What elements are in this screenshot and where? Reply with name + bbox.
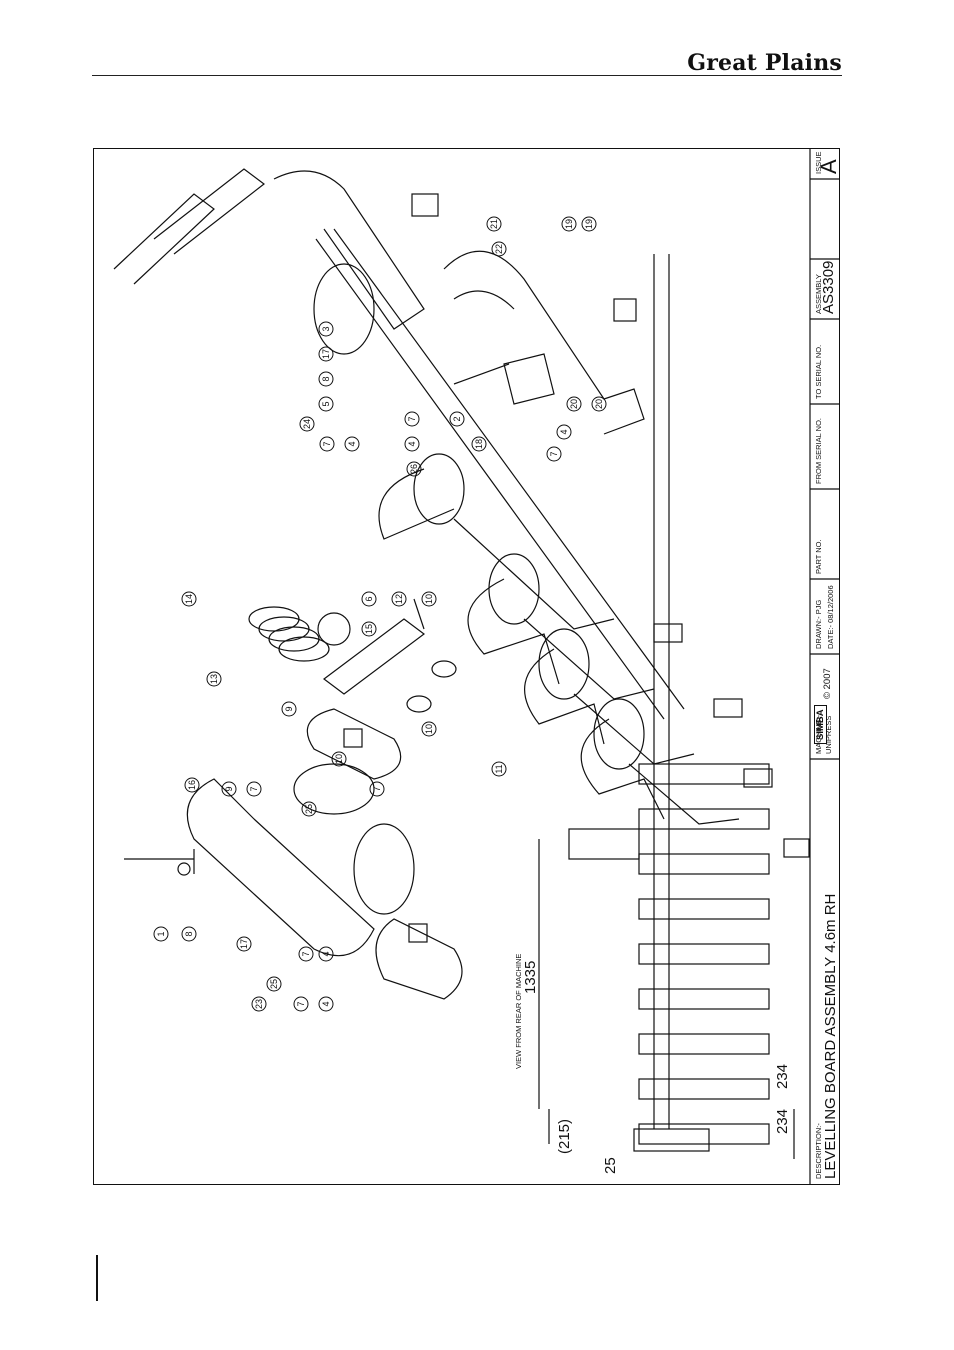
assembly-number: AS3309	[820, 260, 837, 314]
dim-edge: 25	[602, 1157, 619, 1174]
balloon-17b: 17	[321, 348, 331, 360]
balloon-9: 9	[224, 786, 234, 792]
balloon-7e: 7	[322, 441, 332, 447]
drawn-date: DATE:- 08/12/2006	[826, 585, 835, 649]
balloon-19b: 19	[584, 218, 594, 230]
header-rule	[92, 75, 842, 76]
balloon-25: 25	[269, 978, 279, 990]
balloon-16: 16	[187, 779, 197, 791]
dim-pitch-a: 234	[774, 1063, 791, 1089]
bolt-2	[453, 363, 510, 385]
balloon-4d: 4	[407, 441, 417, 447]
copyright: © 2007	[822, 668, 833, 699]
simba-logo: SIMBA	[814, 705, 827, 744]
balloon-4b: 4	[321, 951, 331, 957]
balloon-9b: 9	[284, 706, 294, 712]
plate-25	[375, 918, 463, 1000]
balloon-17: 17	[239, 938, 249, 950]
flange-15	[317, 612, 351, 646]
from-serial-label: FROM SERIAL NO.	[814, 418, 823, 484]
balloon-7g: 7	[549, 451, 559, 457]
balloon-21: 21	[489, 218, 499, 230]
parts-drawing	[113, 149, 839, 1184]
footer-rule	[96, 1255, 98, 1301]
front-view-mount	[568, 828, 640, 860]
balloon-10b: 10	[334, 753, 344, 765]
balloon-26: 26	[409, 463, 419, 475]
dim-overall: 1335	[522, 960, 539, 994]
balloon-6: 6	[364, 596, 374, 602]
balloons	[153, 216, 607, 1012]
balloon-8b: 8	[321, 376, 331, 382]
balloon-18: 18	[474, 438, 484, 450]
dim-pitch-b: 234	[774, 1108, 791, 1134]
plate-25-upper	[306, 708, 402, 780]
balloon-19: 19	[564, 218, 574, 230]
tine-group	[378, 453, 810, 858]
balloon-7d: 7	[249, 786, 259, 792]
bolt-1	[124, 849, 195, 874]
balloon-13: 13	[209, 673, 219, 685]
balloon-7b: 7	[301, 951, 311, 957]
balloon-5: 5	[321, 401, 331, 407]
dim-offset: (215)	[556, 1118, 573, 1154]
balloon-20: 20	[569, 398, 579, 410]
balloon-7f: 7	[407, 416, 417, 422]
part-no-label: PART NO.	[814, 539, 823, 574]
balloon-22: 22	[494, 243, 504, 255]
balloon-20b: 20	[594, 398, 604, 410]
balloon-23: 23	[254, 998, 264, 1010]
balloon-11: 11	[494, 764, 504, 774]
balloon-7: 7	[296, 1001, 306, 1007]
front-view-tines	[638, 763, 770, 1145]
plate-24	[313, 263, 375, 355]
balloon-4: 4	[321, 1001, 331, 1007]
balloon-4c: 4	[347, 441, 357, 447]
bracket-18	[503, 353, 555, 405]
top-tine	[273, 170, 425, 330]
link-13	[323, 598, 425, 695]
issue-letter: A	[816, 159, 841, 174]
balloon-2: 2	[452, 416, 462, 422]
frame-17	[186, 778, 375, 957]
drawing-frame: 1 8 17 23 25 7 4 7 4 16 25 7 9 7 9 13 10…	[93, 148, 841, 1185]
balloon-25b: 25	[304, 803, 314, 815]
to-serial-label: TO SERIAL NO.	[814, 344, 823, 399]
balloon-12: 12	[394, 593, 404, 605]
balloon-15: 15	[364, 623, 374, 635]
balloon-10c: 10	[424, 593, 434, 605]
description: LEVELLING BOARD ASSEMBLY 4.6m RH	[822, 893, 839, 1179]
brand-logo: Great Plains	[687, 50, 842, 76]
balloon-3: 3	[321, 326, 331, 332]
balloon-10: 10	[424, 723, 434, 735]
balloon-24: 24	[302, 418, 312, 430]
balloon-4e: 4	[559, 429, 569, 435]
tine-21	[443, 250, 645, 435]
balloon-1: 1	[156, 931, 166, 937]
u-bolts	[113, 168, 265, 285]
shaft-26	[315, 228, 685, 720]
balloon-8: 8	[184, 931, 194, 937]
drawn-by: DRAWN:- PJG	[814, 599, 823, 649]
balloon-14: 14	[184, 593, 194, 605]
spring-14	[248, 606, 330, 662]
balloon-7c: 7	[372, 786, 382, 792]
